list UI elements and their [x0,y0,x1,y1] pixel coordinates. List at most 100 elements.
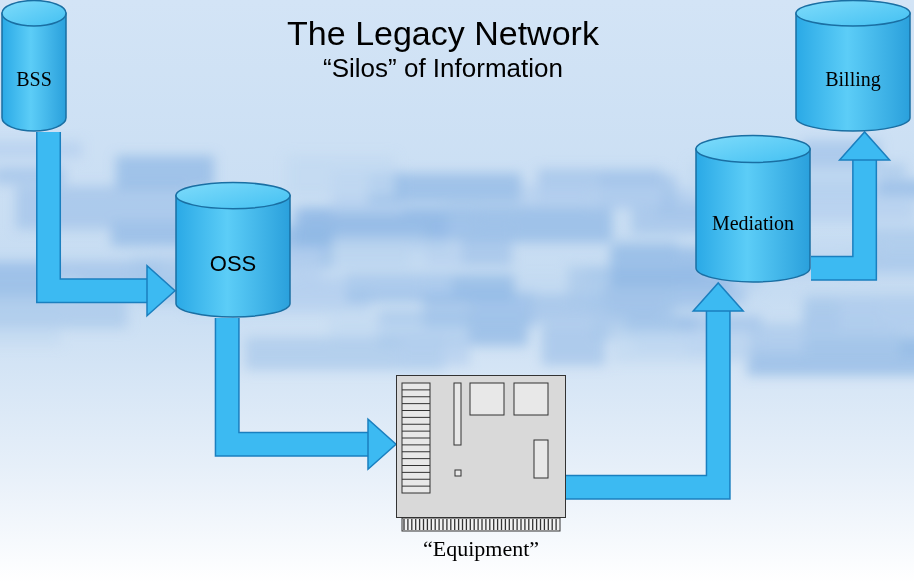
connector-pin [454,519,455,530]
cylinder-outline [1,0,67,132]
connector-pin [548,519,549,530]
connector-pin [509,519,510,530]
connector-pin [516,519,517,530]
connector-pin [505,519,506,530]
arrow-outline [49,132,147,291]
slot-line [402,444,430,445]
cylinder-top [2,1,66,26]
block-arrow [49,132,175,316]
block-arrow [811,132,890,268]
chip [455,470,461,476]
cylinder-label: Billing [825,68,881,91]
slot-line [402,458,430,459]
cylinder-top [796,1,910,26]
arrow-head [840,132,890,160]
cylinder-top [176,183,290,209]
cylinder-outline [175,182,291,318]
connector-pin [442,519,443,530]
connector-pin [552,519,553,530]
cylinder-label: Mediation [712,212,794,235]
connector-pin [419,519,420,530]
arrow-outline [811,160,865,268]
connector-pin [415,519,416,530]
arrow-head [147,266,175,316]
connector-pin [536,519,537,530]
slot-line [402,389,430,390]
texture-block [332,239,461,270]
connector-pin [474,519,475,530]
slot-line [402,479,430,480]
connector-pin [411,519,412,530]
cylinder-label: OSS [210,251,256,277]
cylinder-body [2,13,66,131]
chip [534,440,548,478]
connector-pin [540,519,541,530]
chip [470,383,504,415]
chip [454,383,461,445]
connector-pin [446,519,447,530]
slot-line [402,451,430,452]
block-arrow [227,318,396,469]
arrow-outline [227,318,368,444]
slot-line [402,431,430,432]
texture-block [269,277,452,294]
arrow-head [693,283,743,311]
slot-line [402,424,430,425]
arrow-head [368,419,396,469]
connector-pin [544,519,545,530]
slot-line [402,403,430,404]
arrow-outline [566,311,718,487]
connector-pin [427,519,428,530]
edge-connector [402,518,560,531]
connector-pin [501,519,502,530]
texture-block [116,156,214,189]
slot-line [402,472,430,473]
slot-line [402,417,430,418]
texture-block [840,300,914,331]
slot-line [402,410,430,411]
chip [514,383,548,415]
connector-pin [528,519,529,530]
texture-block [399,339,470,365]
connector-pin [462,519,463,530]
connector-pin [477,519,478,530]
connector-pin [438,519,439,530]
connector-pin [423,519,424,530]
cylinder-body [176,196,290,317]
cylinder-outline [795,0,911,132]
connector-pin [403,519,404,530]
connector-pin [555,519,556,530]
slot-stack [402,383,430,493]
equipment-label: “Equipment” [423,536,539,562]
cloud-texture [0,140,914,375]
connector-pin [431,519,432,530]
board-body [397,376,566,518]
block-arrow [566,283,743,487]
slot-line [402,438,430,439]
connector-pin [481,519,482,530]
slot-line [402,486,430,487]
database-cylinder: Billing [795,0,911,132]
arrow-shaft [566,311,718,487]
connector-pin [485,519,486,530]
arrow-shaft [227,318,368,444]
connector-pin [458,519,459,530]
circuit-board [396,375,566,532]
cylinder-outline [695,135,811,283]
texture-block [521,185,662,207]
subtitle-label: “Silos” of Information [193,53,693,84]
connector-pin [520,519,521,530]
connector-pin [450,519,451,530]
slot-line [402,465,430,466]
cylinder-body [796,13,910,131]
connector-pin [513,519,514,530]
diagram-title: The Legacy Network [193,14,693,53]
connector-pin [407,519,408,530]
arrow-shaft [49,132,147,291]
connector-pin [532,519,533,530]
connector-pin [493,519,494,530]
cylinder-label: BSS [16,68,52,91]
